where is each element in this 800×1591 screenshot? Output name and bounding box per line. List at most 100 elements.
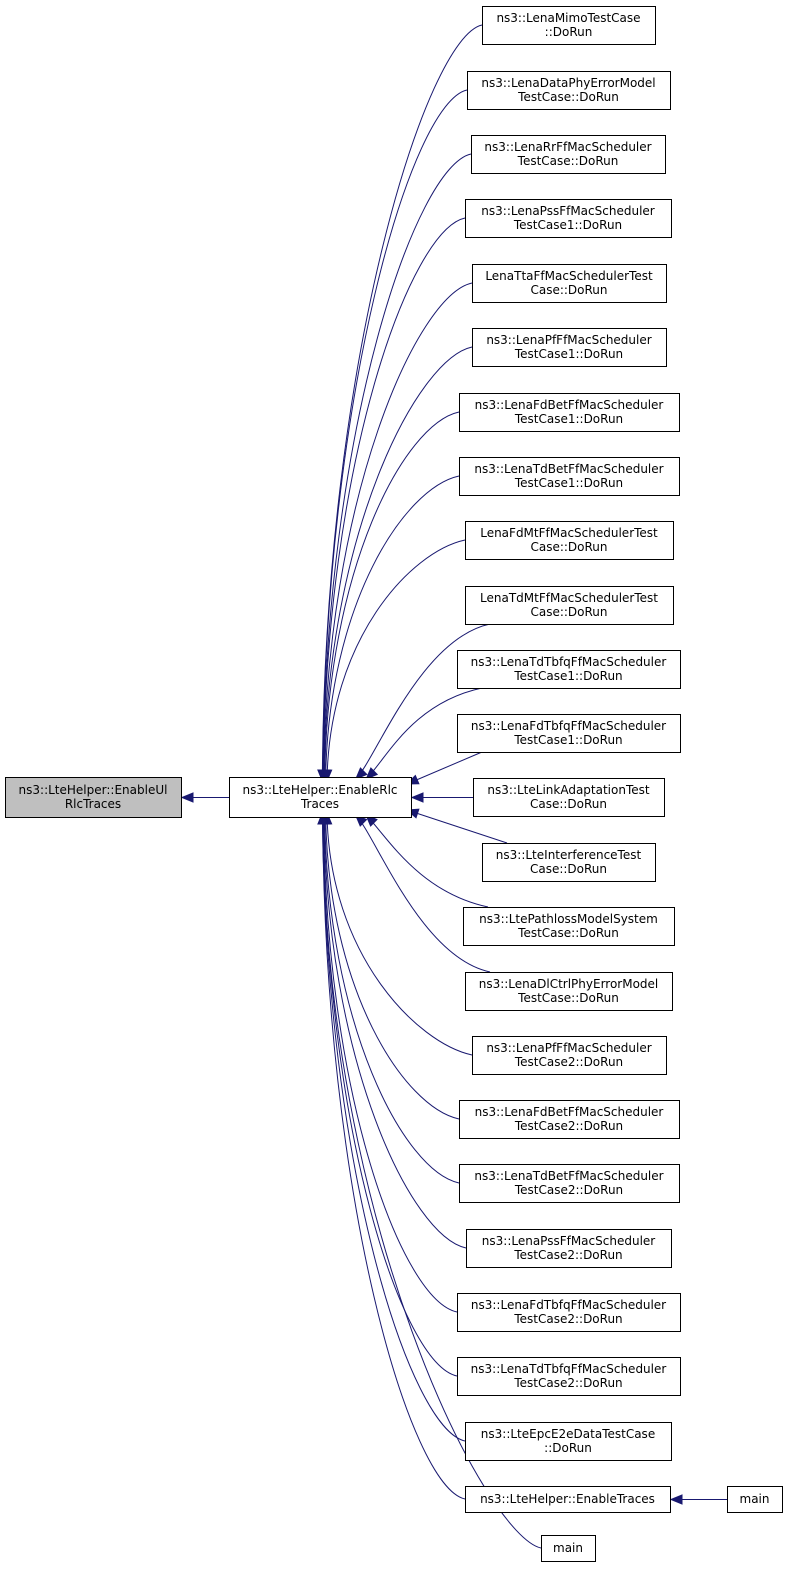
edge-c16-to-enablerlc [355,814,491,973]
node-label: TestCase::DoRun [517,154,619,168]
edge-c23-to-enablerlc [322,812,466,1442]
node-label: TestCase1::DoRun [514,412,623,426]
node-label: RlcTraces [65,797,121,811]
edge-c05-to-enablerlc [323,282,473,782]
node-box [482,843,656,882]
node-label: ns3::LenaFdBetFfMacScheduler [475,1105,664,1119]
node-label: LenaFdMtFfMacSchedulerTest [480,526,658,540]
node-label: TestCase::DoRun [517,991,619,1005]
node-box [463,907,675,946]
node-box [459,393,680,432]
node-label: Case::DoRun [530,283,607,297]
node-label: ::DoRun [545,25,593,39]
call-edges [180,24,727,1549]
node-label: ns3::LteLinkAdaptationTest [487,783,649,797]
node-ns3-lenatdbetffmacschedulertestcase2-dorun[interactable]: ns3::LenaTdBetFfMacSchedulerTestCase2::D… [459,1164,680,1203]
node-label: TestCase1::DoRun [513,733,622,747]
node-label: TestCase2::DoRun [514,1119,623,1133]
node-ns3-lenatdbetffmacschedulertestcase1-dorun[interactable]: ns3::LenaTdBetFfMacSchedulerTestCase1::D… [459,457,680,496]
node-ns3-lenamimotestcase-dorun[interactable]: ns3::LenaMimoTestCase::DoRun [482,6,656,45]
node-label: Case::DoRun [530,605,607,619]
edge-c11-to-enablerlc-arrowhead [365,767,379,780]
edge-c10-to-enablerlc-arrowhead [354,767,368,780]
edge-c25-to-enablerlc-arrowhead [317,811,328,825]
node-box [467,71,671,110]
node-ns3-lenapssffmacschedulertestcase1-dorun[interactable]: ns3::LenaPssFfMacSchedulerTestCase1::DoR… [465,199,672,238]
node-label: ns3::LenaFdBetFfMacScheduler [475,398,664,412]
node-ns3-lenafdbetffmacschedulertestcase2-dorun[interactable]: ns3::LenaFdBetFfMacSchedulerTestCase2::D… [459,1100,680,1139]
node-box [459,1100,680,1139]
node-ns3-lenadataphyerrormodeltestcase-dorun[interactable]: ns3::LenaDataPhyErrorModelTestCase::DoRu… [467,71,671,110]
node-label: TestCase2::DoRun [513,1376,622,1390]
node-label: ns3::LenaPfFfMacScheduler [486,333,651,347]
edge-m01-to-c24-arrowhead [669,1494,683,1505]
edge-c07-to-enablerlc [324,411,460,782]
node-box [465,199,672,238]
edge-c14-to-enablerlc [406,809,508,844]
node-box [457,714,681,753]
edge-c06-to-enablerlc [323,346,473,782]
node-box [459,457,680,496]
node-box [465,1486,671,1513]
node-label: ns3::LteHelper::EnableRlc [242,783,397,797]
edge-c04-to-enablerlc [322,217,466,782]
edge-c09-to-enablerlc [326,539,466,782]
edge-c08-to-enablerlc [325,475,460,782]
node-box [466,1229,672,1268]
node-ns3-lenadlctrlphyerrormodeltestcase-dorun[interactable]: ns3::LenaDlCtrlPhyErrorModelTestCase::Do… [465,972,673,1011]
node-ns3-lenapfffmacschedulertestcase1-dorun[interactable]: ns3::LenaPfFfMacSchedulerTestCase1::DoRu… [472,328,667,367]
edge-c10-to-enablerlc [355,623,491,780]
node-label: TestCase1::DoRun [514,476,623,490]
node-label: TestCase1::DoRun [514,347,623,361]
node-label: TestCase2::DoRun [514,1055,623,1069]
node-label: main [553,1541,583,1555]
node-main[interactable]: main [727,1486,783,1513]
node-ns3-ltehelper-enabletraces[interactable]: ns3::LteHelper::EnableTraces [465,1486,671,1513]
edge-c25-to-enablerlc [321,812,542,1549]
node-label: ns3::LenaRrFfMacScheduler [484,140,651,154]
edge-enablerlc-to-enableul-arrowhead [180,792,194,803]
node-ns3-lenatdtbfqffmacschedulertestcase2-dorun[interactable]: ns3::LenaTdTbfqFfMacSchedulerTestCase2::… [457,1357,681,1396]
node-label: ns3::LenaPssFfMacScheduler [482,1234,655,1248]
node-ns3-ltepathlossmodelsystemtestcase-dorun[interactable]: ns3::LtePathlossModelSystemTestCase::DoR… [463,907,675,946]
node-ns3-lenafdtbfqffmacschedulertestcase1-dorun[interactable]: ns3::LenaFdTbfqFfMacSchedulerTestCase1::… [457,714,681,753]
node-label: Traces [300,797,339,811]
node-label: TestCase::DoRun [517,926,619,940]
node-box [473,778,665,817]
node-box [459,1164,680,1203]
node-ns3-lenatdtbfqffmacschedulertestcase1-dorun[interactable]: ns3::LenaTdTbfqFfMacSchedulerTestCase1::… [457,650,681,689]
node-ns3-lenapssffmacschedulertestcase2-dorun[interactable]: ns3::LenaPssFfMacSchedulerTestCase2::DoR… [466,1229,672,1268]
node-box [471,135,666,174]
node-ns3-lenapfffmacschedulertestcase2-dorun[interactable]: ns3::LenaPfFfMacSchedulerTestCase2::DoRu… [472,1036,667,1075]
edge-c12-to-enablerlc [406,751,483,785]
node-ns3-lteepce2edatatestcase-dorun[interactable]: ns3::LteEpcE2eDataTestCase::DoRun [465,1422,672,1461]
node-label: ns3::LenaFdTbfqFfMacScheduler [471,1298,666,1312]
edge-c13-to-enablerlc-arrowhead [410,792,424,803]
edge-c19-to-enablerlc [324,812,460,1184]
node-ns3-lenafdtbfqffmacschedulertestcase2-dorun[interactable]: ns3::LenaFdTbfqFfMacSchedulerTestCase2::… [457,1293,681,1332]
node-label: TestCase2::DoRun [513,1312,622,1326]
edge-c18-to-enablerlc [325,812,460,1120]
edge-c17-to-enablerlc [326,812,473,1056]
node-label: ns3::LenaTdBetFfMacScheduler [474,1169,663,1183]
node-box [229,777,412,818]
node-label: ns3::LenaPfFfMacScheduler [486,1041,651,1055]
node-label: ns3::LteHelper::EnableUl [19,783,168,797]
node-label: ns3::LenaTdTbfqFfMacScheduler [471,655,667,669]
edge-c21-to-enablerlc [322,812,458,1313]
node-ns3-lenafdbetffmacschedulertestcase1-dorun[interactable]: ns3::LenaFdBetFfMacSchedulerTestCase1::D… [459,393,680,432]
node-label: ns3::LenaDlCtrlPhyErrorModel [479,977,659,991]
edge-c02-to-enablerlc [322,89,468,782]
node-label: ns3::LteHelper::EnableTraces [480,1492,655,1506]
node-label: TestCase1::DoRun [513,218,622,232]
node-box [541,1535,596,1562]
node-main[interactable]: main [541,1535,596,1562]
